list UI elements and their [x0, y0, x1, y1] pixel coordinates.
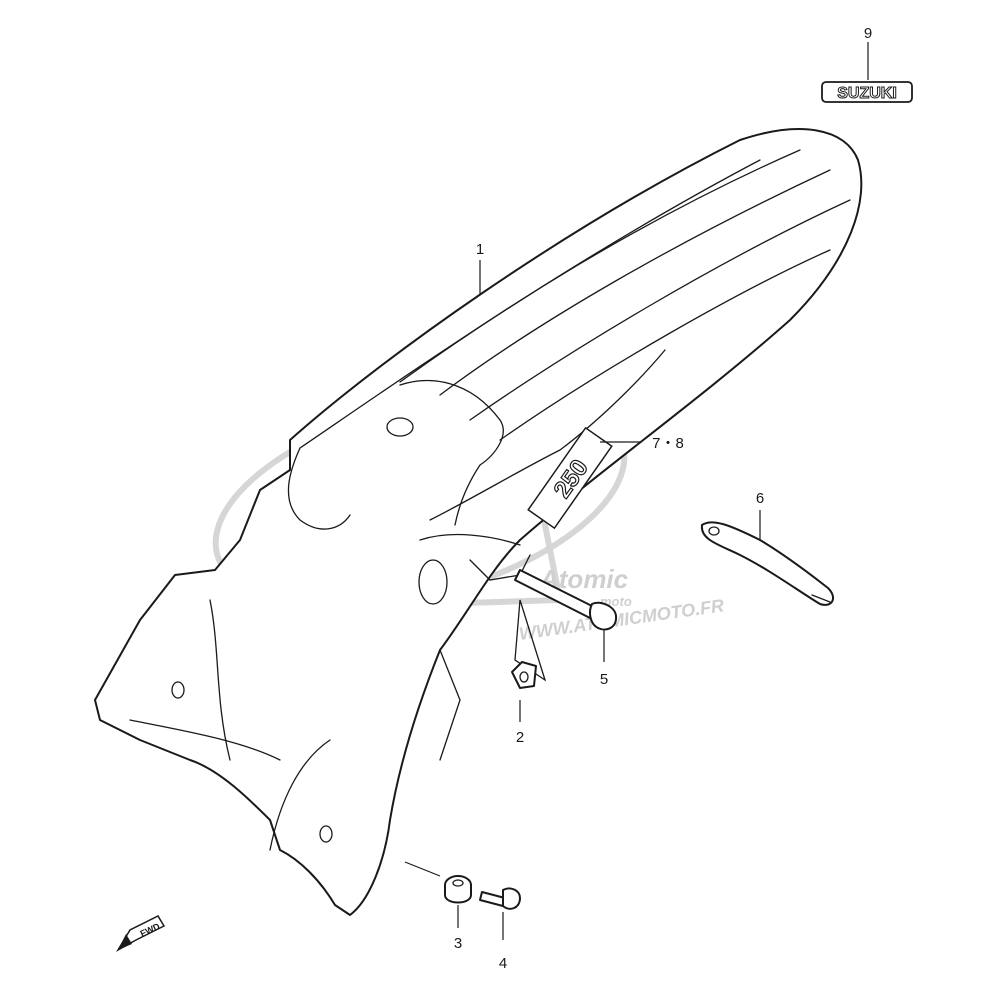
callout-7-8: 7・8: [652, 435, 684, 452]
collar-3: [444, 875, 472, 904]
emblem-text: SUZUKI: [837, 85, 897, 102]
callout-5: 5: [600, 671, 608, 688]
callouts: 1 2 3 4 5 6 7・8 9: [454, 25, 872, 972]
bolt-4: [479, 887, 521, 910]
callout-4: 4: [499, 955, 507, 972]
callout-9: 9: [864, 25, 872, 42]
callout-1: 1: [476, 241, 484, 258]
rear-fender: [94, 128, 863, 916]
callout-2: 2: [516, 729, 524, 746]
suzuki-emblem: SUZUKI: [821, 81, 913, 103]
leader-lines: [404, 42, 869, 940]
fwd-arrow-icon: FWD: [115, 915, 166, 953]
callout-6: 6: [756, 490, 764, 507]
clip-nut-2: [511, 661, 537, 689]
bolt-5: [514, 569, 618, 631]
callout-3: 3: [454, 935, 462, 952]
bracket-strap: [700, 521, 835, 606]
